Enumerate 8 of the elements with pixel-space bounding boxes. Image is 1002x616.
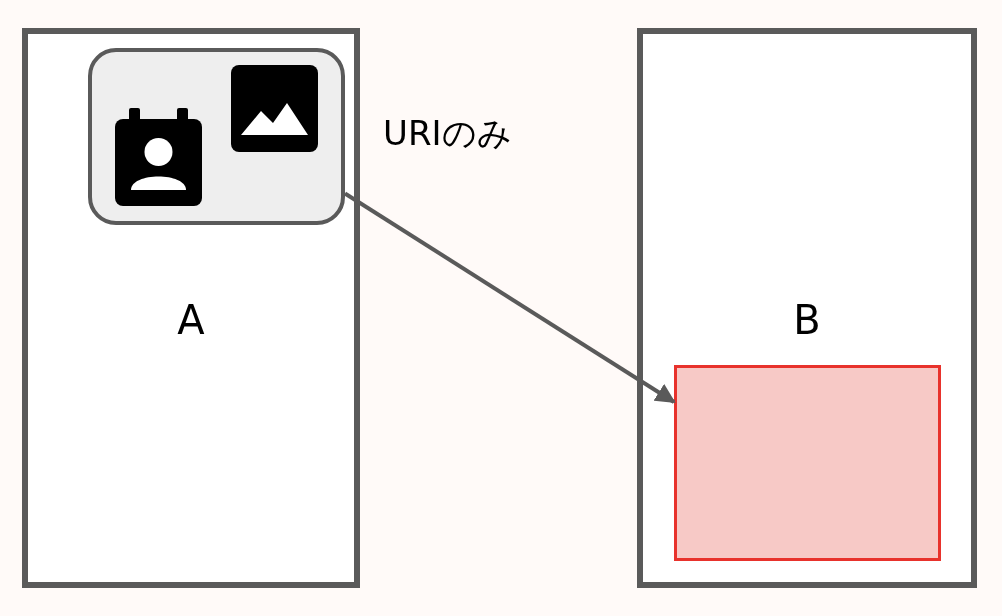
icon-panel: [88, 48, 345, 225]
frame-label: B: [792, 300, 822, 340]
highlight-box: [674, 365, 941, 561]
frame-label: A: [176, 300, 206, 340]
frame-box: [637, 28, 977, 588]
frame-box: [22, 28, 360, 588]
arrow: [343, 191, 676, 404]
edge-label: URIのみ: [383, 116, 512, 150]
